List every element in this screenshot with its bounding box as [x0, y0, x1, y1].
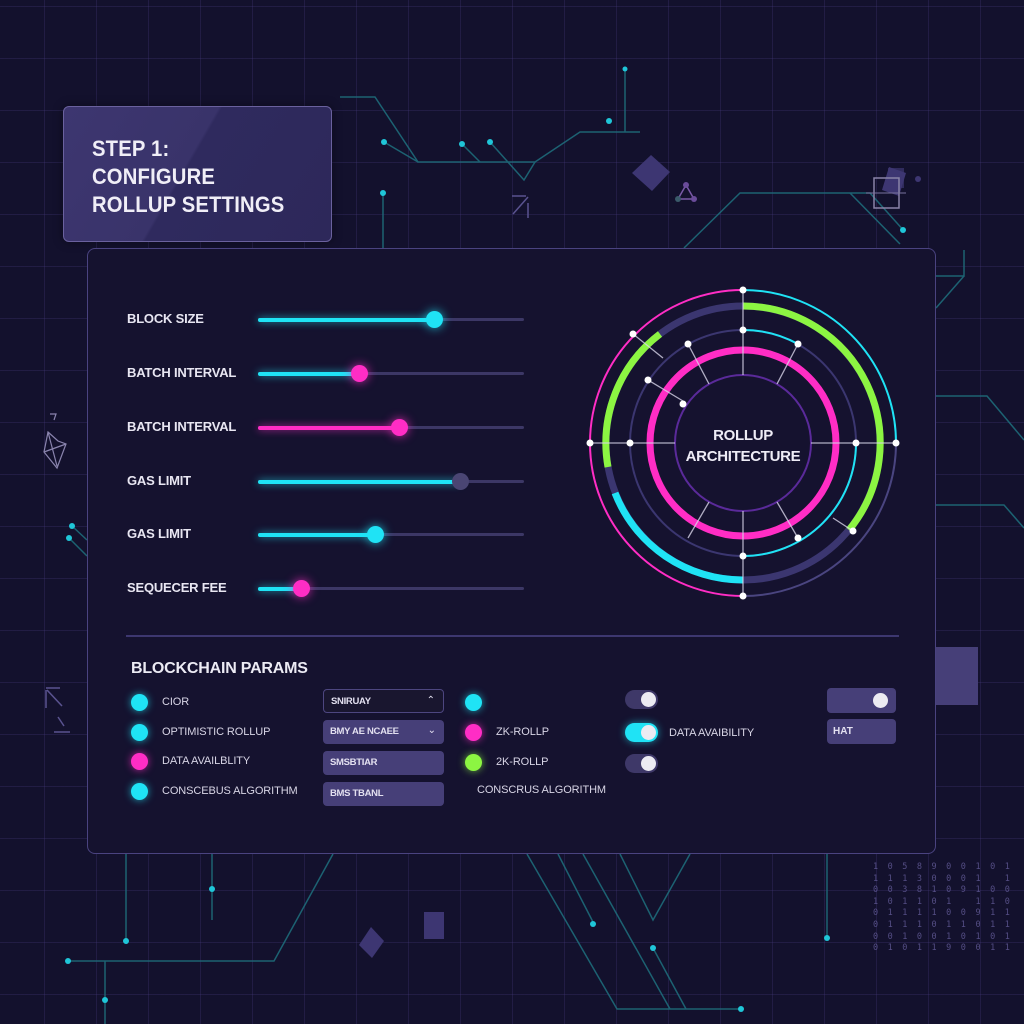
mini-box-text: HAT: [833, 726, 853, 737]
toggle-knob: [641, 756, 656, 771]
toggle-switch-3[interactable]: [625, 754, 658, 773]
rollup-architecture-diagram: ROLLUP ARCHITECTURE: [585, 285, 901, 601]
diagram-title: ROLLUP ARCHITECTURE: [585, 425, 901, 467]
slider-gas-limit[interactable]: GAS LIMIT: [88, 469, 548, 493]
slider-fill: [258, 425, 399, 430]
slider-thumb[interactable]: [351, 365, 369, 382]
toggle-knob: [641, 725, 656, 740]
slider-label: GAS LIMIT: [127, 473, 191, 488]
slider-batch-interval-2[interactable]: BATCH INTERVAL: [88, 415, 548, 439]
slider-track[interactable]: [258, 419, 524, 436]
select-field-3[interactable]: SMSBTIAR: [323, 751, 444, 775]
slider-fill: [258, 317, 434, 322]
slider-batch-interval[interactable]: BATCH INTERVAL: [88, 361, 548, 385]
slider-fill: [258, 586, 301, 591]
param-label: CONSCEBUS ALGORITHM: [162, 785, 298, 797]
diagram-title-line2: ARCHITECTURE: [685, 448, 801, 465]
select-dropdown-1[interactable]: SNIRUAY ⌃: [323, 689, 444, 713]
status-dot-cyan: [131, 783, 148, 800]
param-label: CIOR: [162, 696, 190, 708]
slider-fill: [258, 532, 376, 537]
select-value: SNIRUAY: [331, 696, 371, 707]
toggle-knob: [641, 692, 656, 707]
slider-thumb[interactable]: [425, 311, 443, 328]
param-label: CONSCRUS ALGORITHM: [477, 784, 606, 796]
slider-block-size[interactable]: BLOCK SIZE: [88, 307, 548, 331]
step-title: STEP 1: CONFIGURE ROLLUP SETTINGS: [92, 136, 285, 217]
param-label: 2K-ROLLP: [496, 756, 549, 768]
params-section-title: BLOCKCHAIN PARAMS: [131, 660, 308, 677]
select-field-4[interactable]: BMS TBANL: [323, 782, 444, 806]
slider-label: SEQUECER FEE: [127, 580, 227, 595]
select-value: SMSBTIAR: [330, 757, 378, 768]
slider-label: BATCH INTERVAL: [127, 419, 237, 434]
param-label: DATA AVAILBLITY: [162, 755, 251, 767]
toggle-label: DATA AVAIBILITY: [669, 727, 755, 739]
slider-thumb[interactable]: [452, 473, 470, 490]
toggle-data-availability[interactable]: [625, 723, 658, 742]
slider-label: GAS LIMIT: [127, 526, 191, 541]
chevron-up-icon: ⌃: [426, 695, 435, 706]
section-divider: [126, 635, 899, 637]
toggle-knob: [873, 693, 888, 708]
status-dot-pink: [131, 753, 148, 770]
slider-sequencer-fee[interactable]: SEQUECER FEE: [88, 576, 548, 600]
chevron-down-icon: ⌄: [427, 725, 436, 736]
toggle-switch-1[interactable]: [625, 690, 658, 709]
status-dot-cyan: [131, 724, 148, 741]
slider-label: BATCH INTERVAL: [127, 365, 237, 380]
status-dot-cyan: [465, 694, 482, 711]
slider-track[interactable]: [258, 365, 524, 382]
status-dot-cyan: [131, 694, 148, 711]
param-label: ZK-ROLLP: [496, 726, 549, 738]
slider-thumb[interactable]: [367, 526, 385, 543]
status-dot-pink: [465, 724, 482, 741]
status-dot-green: [465, 754, 482, 771]
select-value: BMY AE NCAEE: [330, 726, 399, 737]
param-label: OPTIMISTIC ROLLUP: [162, 726, 271, 738]
diagram-title-line1: ROLLUP: [713, 427, 773, 444]
mini-toggle-box[interactable]: [827, 688, 896, 713]
step-header-card: STEP 1: CONFIGURE ROLLUP SETTINGS: [63, 106, 332, 242]
slider-track[interactable]: [258, 526, 524, 543]
slider-track[interactable]: [258, 580, 524, 597]
slider-fill: [258, 371, 360, 376]
slider-fill: [258, 479, 461, 484]
select-value: BMS TBANL: [330, 788, 384, 799]
decorative-block: [936, 647, 978, 705]
binary-code-decoration: 1 0 5 8 9 0 0 1 0 1 1 1 1 3 0 0 0 1 1 0 …: [873, 862, 1013, 954]
slider-thumb[interactable]: [292, 580, 310, 597]
rollup-settings-panel: BLOCK SIZE BATCH INTERVAL BATCH INTERVAL…: [87, 248, 936, 854]
slider-gas-limit-2[interactable]: GAS LIMIT: [88, 522, 548, 546]
slider-thumb[interactable]: [390, 419, 408, 436]
slider-track[interactable]: [258, 473, 524, 490]
select-dropdown-2[interactable]: BMY AE NCAEE ⌄: [323, 720, 444, 744]
mini-text-box[interactable]: HAT: [827, 719, 896, 744]
ring-chart-graphic: [586, 286, 900, 600]
slider-label: BLOCK SIZE: [127, 311, 204, 326]
slider-track[interactable]: [258, 311, 524, 328]
